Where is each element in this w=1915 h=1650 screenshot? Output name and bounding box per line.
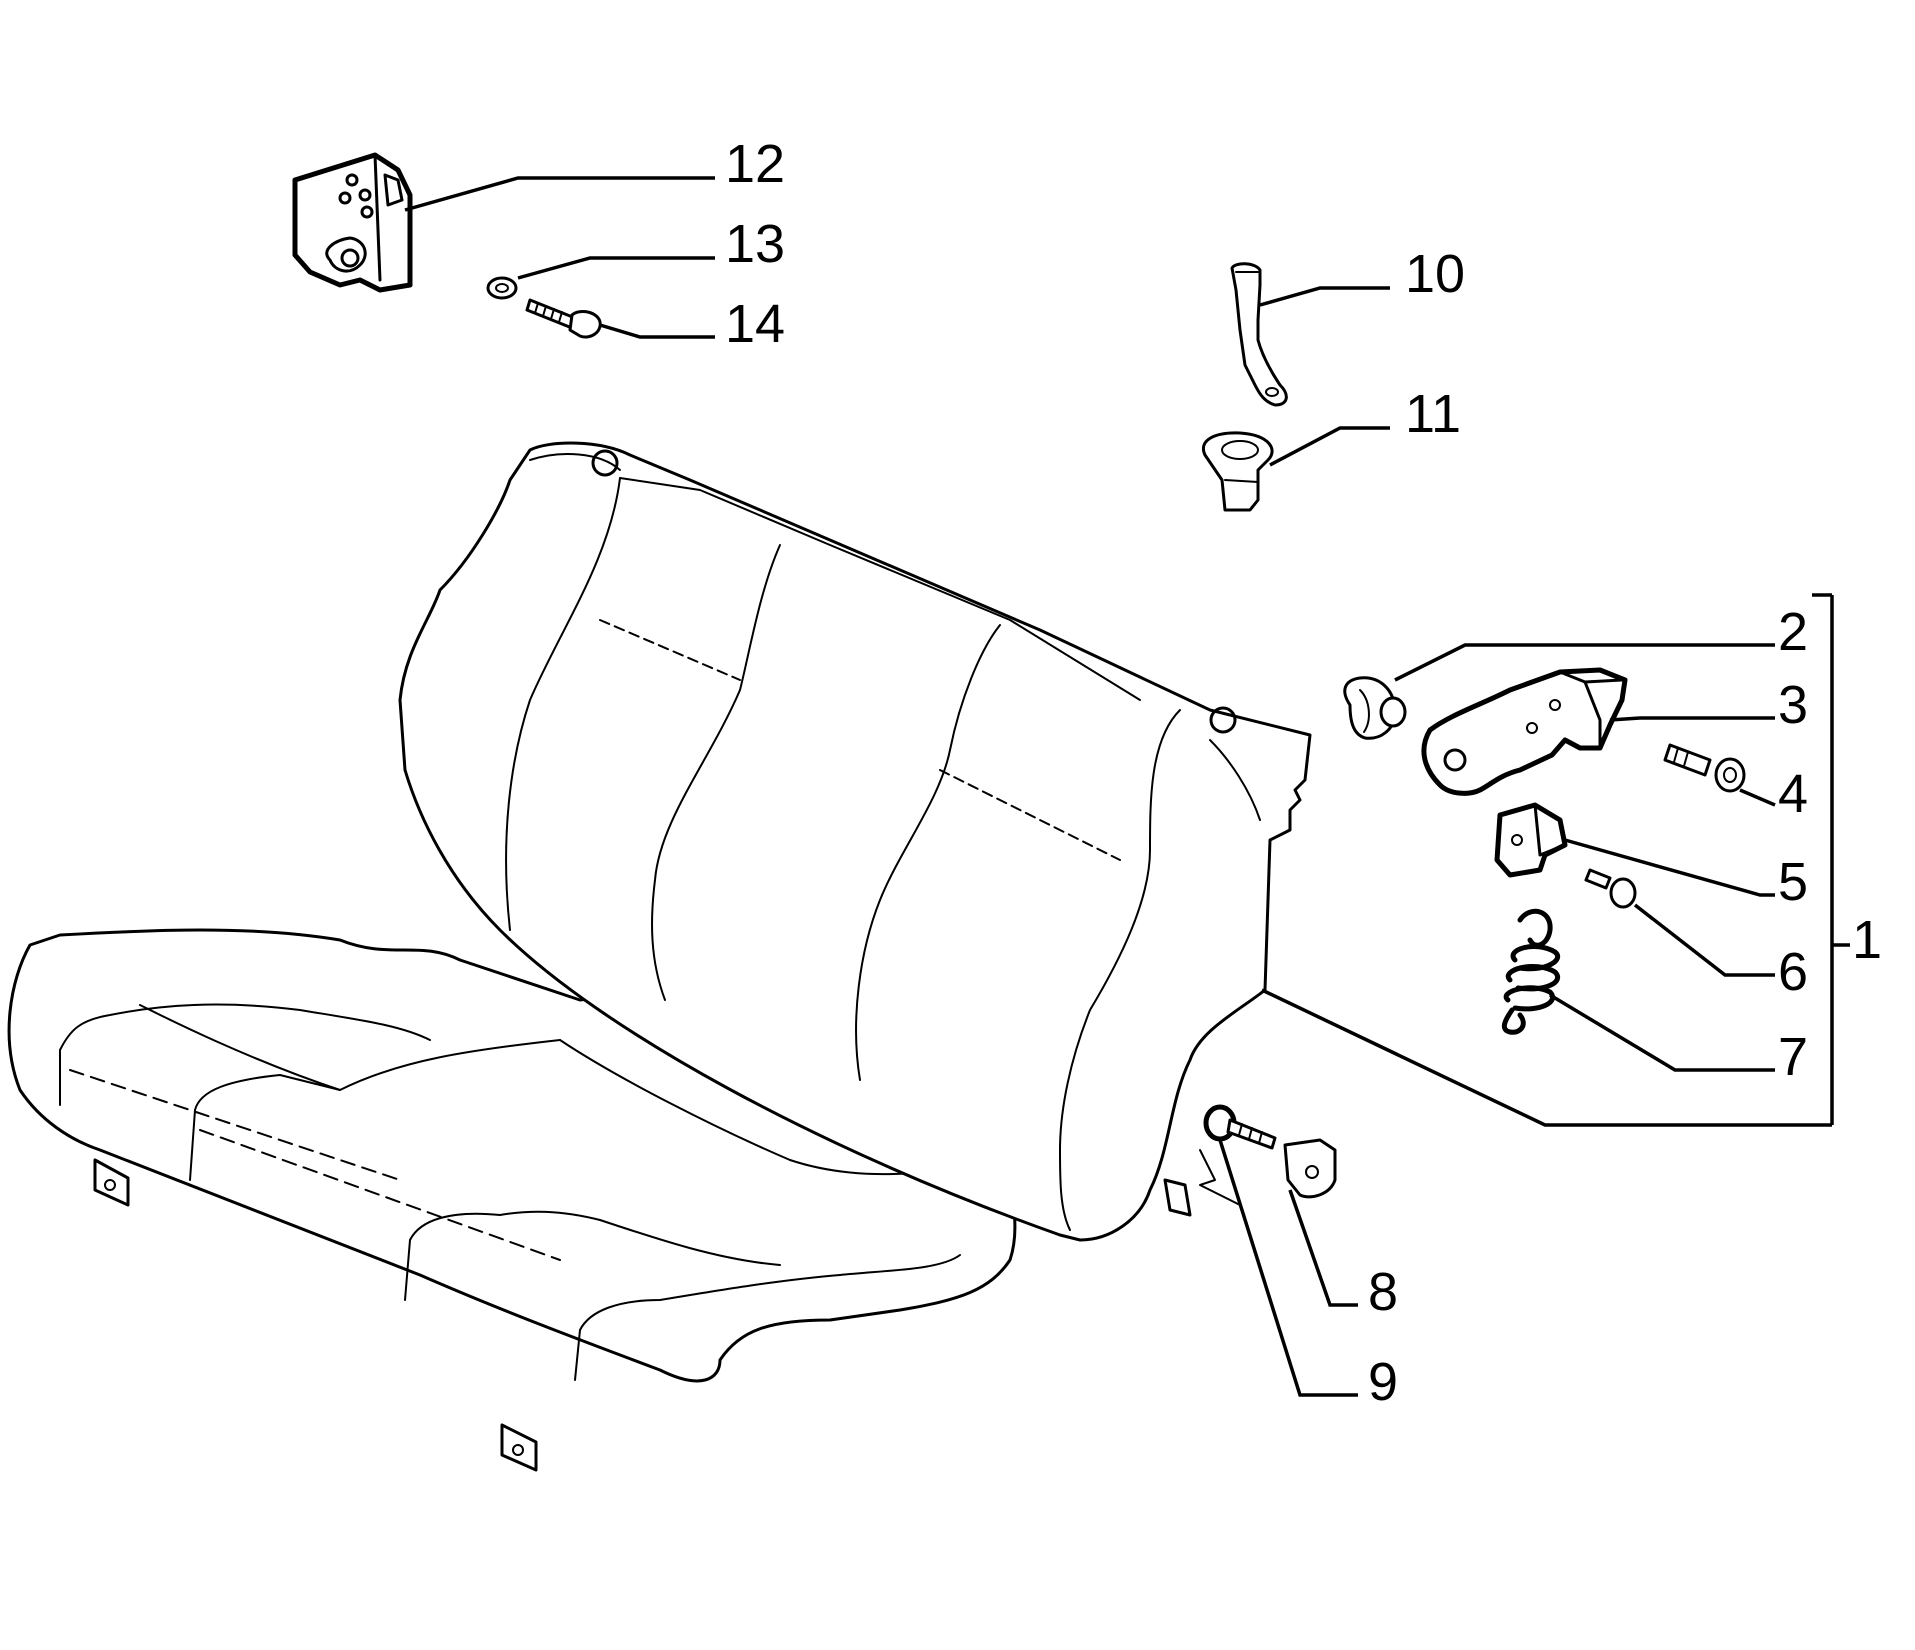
part-2-bushing (1343, 676, 1407, 740)
part-5-clip (1494, 802, 1568, 878)
callout-5: 5 (1778, 852, 1808, 912)
callout-2: 2 (1778, 602, 1808, 662)
part-9-screw (1203, 1104, 1277, 1150)
part-12-hinge-bracket (292, 152, 413, 293)
callout-14: 14 (725, 294, 785, 354)
callout-4: 4 (1778, 764, 1808, 824)
part-14-bolt (525, 298, 602, 339)
callout-9: 9 (1368, 1352, 1398, 1412)
part-4-pin (1663, 743, 1746, 793)
callout-10: 10 (1405, 244, 1465, 304)
callout-11: 11 (1405, 384, 1461, 444)
callout-8: 8 (1368, 1262, 1398, 1322)
leader-lines (404, 176, 1850, 1397)
callout-labels: 12 13 14 10 11 2 3 4 5 6 7 1 8 9 (725, 134, 1882, 1412)
part-13-washer (486, 276, 518, 300)
callout-12: 12 (725, 134, 785, 194)
callout-1: 1 (1852, 910, 1882, 970)
part-6-small-pin (1584, 868, 1637, 909)
part-8-washer-plate (1283, 1138, 1337, 1199)
part-7-spring (1501, 908, 1560, 1035)
part-10-lever-rod (1230, 262, 1288, 407)
callout-7: 7 (1778, 1027, 1808, 1087)
callout-13: 13 (725, 214, 785, 274)
seat-backrest (398, 441, 1312, 1242)
callout-3: 3 (1778, 675, 1808, 735)
part-3-bracket-plate (1421, 667, 1628, 796)
part-11-knob (1201, 431, 1274, 512)
callout-6: 6 (1778, 942, 1808, 1002)
